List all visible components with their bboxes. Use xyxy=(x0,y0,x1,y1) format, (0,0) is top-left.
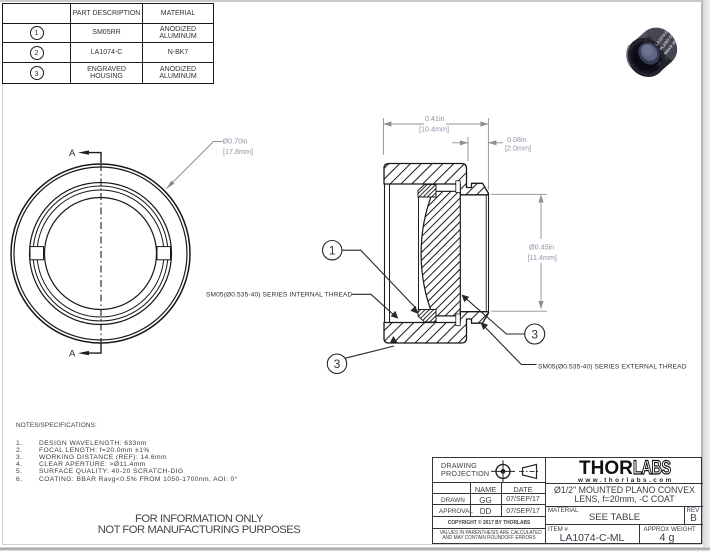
svg-text:A: A xyxy=(69,148,76,159)
svg-text:Ø0.45in: Ø0.45in xyxy=(529,243,554,252)
svg-text:0.41in: 0.41in xyxy=(425,114,445,123)
svg-text:[11.4mm]: [11.4mm] xyxy=(528,253,557,262)
svg-text:[10.4mm]: [10.4mm] xyxy=(419,125,449,134)
svg-text:Ø0.70in: Ø0.70in xyxy=(223,137,248,146)
svg-text:SM05(Ø0.535-40) SERIES INTERNA: SM05(Ø0.535-40) SERIES INTERNAL THREAD xyxy=(206,292,352,299)
svg-text:[17.8mm]: [17.8mm] xyxy=(223,147,253,156)
svg-text:SM05(Ø0.535-40) SERIES EXTERNA: SM05(Ø0.535-40) SERIES EXTERNAL THREAD xyxy=(538,364,687,371)
svg-text:3: 3 xyxy=(531,327,538,341)
svg-text:0.08in: 0.08in xyxy=(507,135,527,144)
svg-text:[2.0mm]: [2.0mm] xyxy=(505,144,531,153)
svg-text:A: A xyxy=(69,349,76,360)
svg-text:1: 1 xyxy=(329,244,336,258)
svg-text:3: 3 xyxy=(334,357,341,371)
